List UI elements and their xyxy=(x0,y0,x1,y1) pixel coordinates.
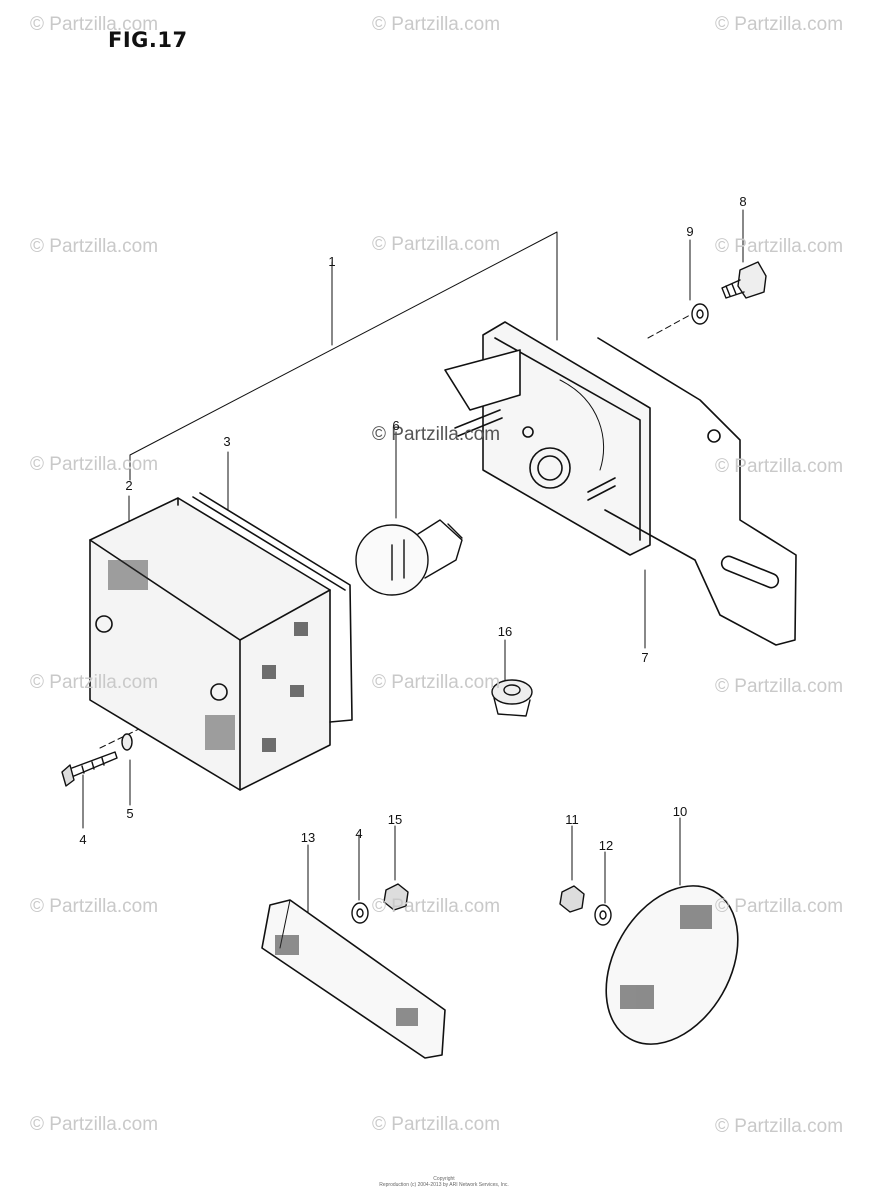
callout-4b: 4 xyxy=(355,826,363,841)
watermark: © Partzilla.com xyxy=(372,234,501,255)
watermark: © Partzilla.com xyxy=(30,896,159,917)
callout-9: 9 xyxy=(686,224,694,239)
watermark: © Partzilla.com xyxy=(30,236,159,257)
round-reflector-nut xyxy=(559,885,585,913)
lamp-housing xyxy=(444,321,797,646)
figure-title: FIG.17 xyxy=(108,28,188,52)
side-reflector xyxy=(261,899,446,1059)
callout-6: 6 xyxy=(392,418,400,433)
bolt xyxy=(721,261,767,299)
washer xyxy=(121,733,133,751)
callout-12: 12 xyxy=(598,838,614,853)
tail-light-lens xyxy=(89,492,353,791)
watermark: © Partzilla.com xyxy=(30,454,159,475)
watermark: © Partzilla.com xyxy=(30,672,159,693)
callout-7: 7 xyxy=(641,650,649,665)
footer-copyright: Copyright xyxy=(433,1176,455,1182)
lock-washer xyxy=(691,303,709,325)
screw xyxy=(61,751,118,787)
watermark: © Partzilla.com xyxy=(30,1114,159,1135)
reflector-nut xyxy=(383,883,409,911)
watermark: © Partzilla.com xyxy=(715,1116,844,1137)
callout-15: 15 xyxy=(387,812,403,827)
watermark: © Partzilla.com xyxy=(372,896,501,917)
watermark: © Partzilla.com xyxy=(372,424,501,445)
bulb xyxy=(355,519,463,596)
callout-13: 13 xyxy=(300,830,316,845)
watermark: © Partzilla.com xyxy=(372,1114,501,1135)
watermark: © Partzilla.com xyxy=(715,896,844,917)
watermark: © Partzilla.com xyxy=(372,14,501,35)
callout-11: 11 xyxy=(565,812,579,827)
watermark: © Partzilla.com xyxy=(372,672,501,693)
callout-3: 3 xyxy=(223,434,231,449)
watermark: © Partzilla.com xyxy=(30,14,159,35)
callout-2: 2 xyxy=(125,478,133,493)
grommet xyxy=(491,679,533,717)
watermark: © Partzilla.com xyxy=(715,676,844,697)
callout-1: 1 xyxy=(328,254,336,269)
watermark: © Partzilla.com xyxy=(715,456,844,477)
round-reflector-washer xyxy=(594,904,612,926)
callout-10: 10 xyxy=(672,804,688,819)
callout-8: 8 xyxy=(739,194,747,209)
watermark: © Partzilla.com xyxy=(715,236,844,257)
callout-5: 5 xyxy=(126,806,134,821)
watermark: © Partzilla.com xyxy=(715,14,844,35)
round-reflector xyxy=(605,885,739,1045)
callout-4: 4 xyxy=(79,832,87,847)
footer-reproduction: Reproduction (c) 2004-2013 by ARI Networ… xyxy=(379,1182,509,1188)
callout-16: 16 xyxy=(497,624,513,639)
reflector-washer xyxy=(351,902,369,924)
